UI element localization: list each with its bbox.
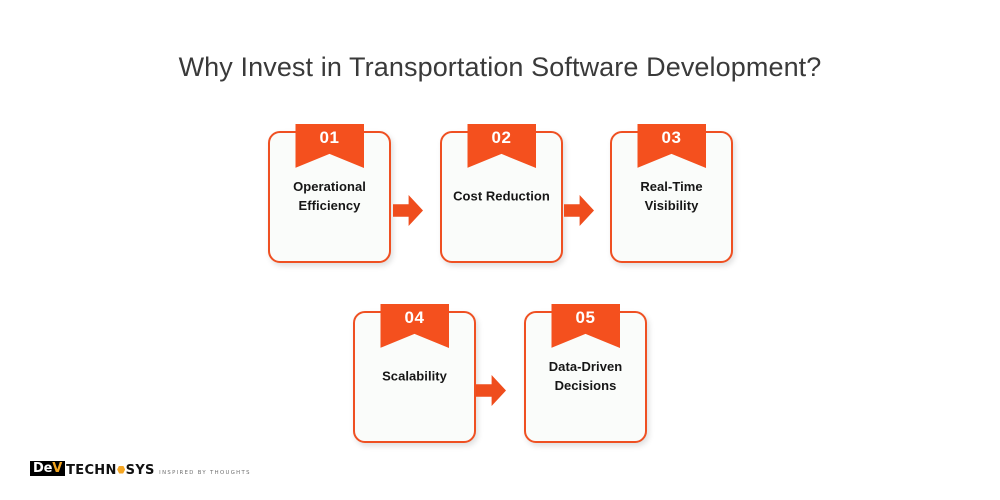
logo-dev-prefix: De xyxy=(33,461,53,476)
ribbon-banner-01: 01 xyxy=(295,124,364,168)
flow-card-03[interactable]: 03 Real-Time Visibility xyxy=(610,124,733,263)
logo-wordmark-group: TECHN SYS INSPIRED BY THOUGHTS xyxy=(66,461,251,479)
flow-card-01[interactable]: 01 Operational Efficiency xyxy=(268,124,391,263)
logo-word-part1: TECHN xyxy=(66,463,117,478)
ribbon-banner-05: 05 xyxy=(551,304,620,348)
flow-card-label-05: Data-Driven Decisions xyxy=(548,359,623,393)
logo-wordmark: TECHN SYS xyxy=(66,463,155,478)
flow-card-label-02: Cost Reduction xyxy=(453,188,550,204)
flow-card-label-01: Operational Efficiency xyxy=(293,179,366,213)
ribbon-number-03: 03 xyxy=(661,128,682,147)
devtechnosys-logo: DeV TECHN SYS INSPIRED BY THOUGHTS xyxy=(30,461,251,487)
flow-card-label-03: Real-Time Visibility xyxy=(640,179,703,213)
flow-arrow-04-to-05 xyxy=(476,375,506,406)
ribbon-number-04: 04 xyxy=(404,308,425,327)
flow-arrow-02-to-03 xyxy=(564,195,594,226)
ribbon-number-01: 01 xyxy=(319,128,340,147)
ribbon-banner-03: 03 xyxy=(637,124,706,168)
ribbon-number-02: 02 xyxy=(491,128,512,147)
flow-card-04[interactable]: 04 Scalability xyxy=(353,304,476,443)
logo-tagline: INSPIRED BY THOUGHTS xyxy=(159,470,251,476)
logo-word-part2: SYS xyxy=(125,463,155,478)
flow-card-05[interactable]: 05 Data-Driven Decisions xyxy=(524,304,647,443)
ribbon-banner-02: 02 xyxy=(467,124,536,168)
logo-dev-accent: V xyxy=(52,461,63,476)
flow-card-02[interactable]: 02 Cost Reduction xyxy=(440,124,563,263)
page-title: Why Invest in Transportation Software De… xyxy=(178,52,822,82)
ribbon-banner-04: 04 xyxy=(380,304,449,348)
logo-dev-mark: DeV xyxy=(30,461,66,476)
flow-arrow-01-to-02 xyxy=(393,195,423,226)
flow-card-label-04: Scalability xyxy=(382,368,447,384)
ribbon-number-05: 05 xyxy=(575,308,596,327)
hexagon-o-icon xyxy=(117,465,126,474)
